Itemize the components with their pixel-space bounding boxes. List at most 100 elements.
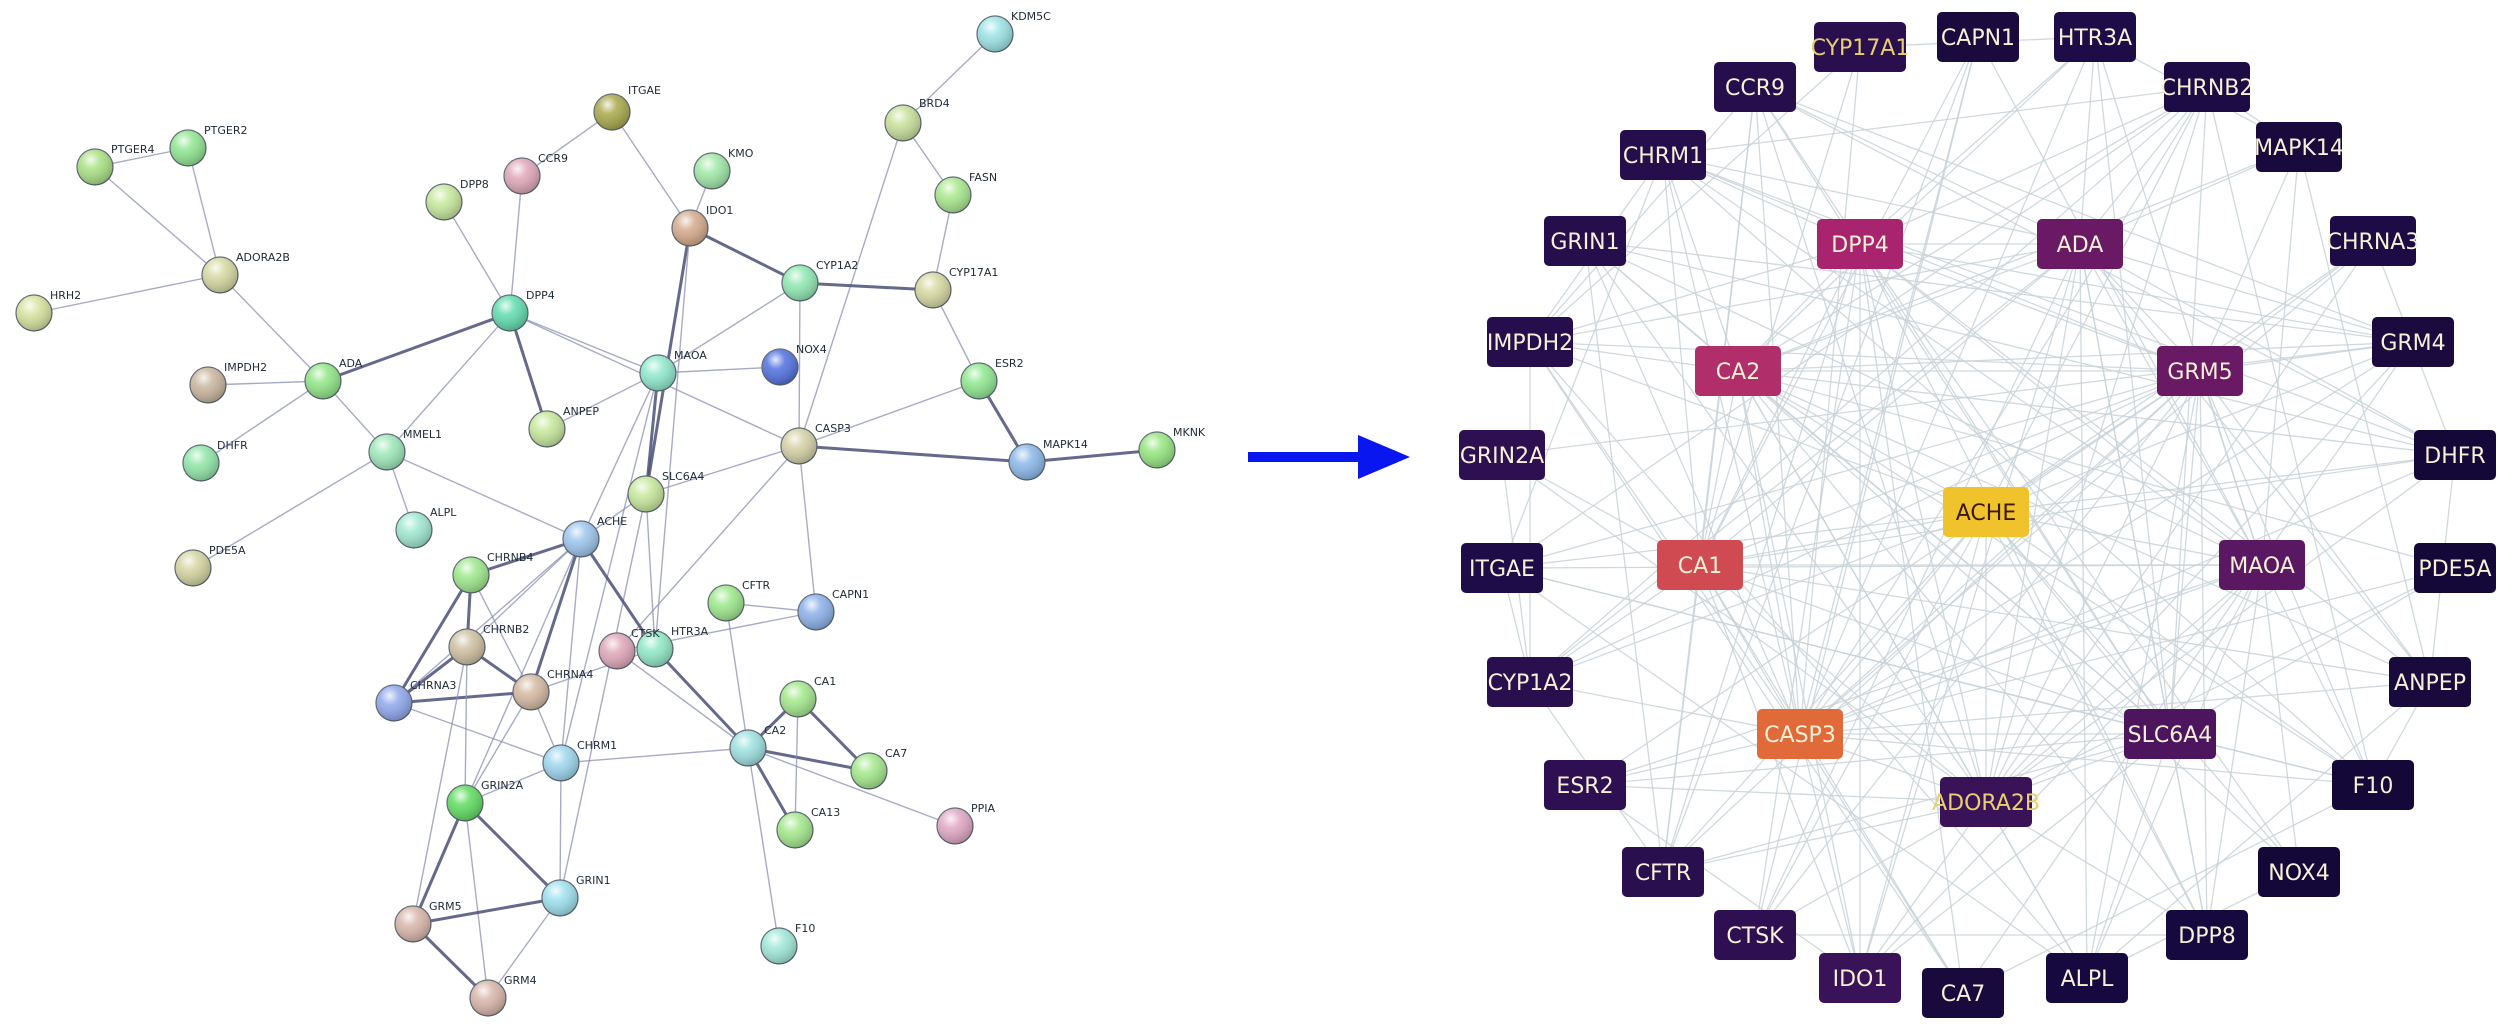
hub-node-ca1[interactable]: CA1	[1657, 540, 1743, 590]
hub-edge-dpp4-cftr	[1662, 243, 1861, 873]
hub-node-adora2b[interactable]: ADORA2B	[1932, 777, 2040, 827]
hub-node-ada[interactable]: ADA	[2037, 219, 2123, 269]
hub-node-dpp4[interactable]: DPP4	[1817, 219, 1903, 269]
string-node-pde5a[interactable]: PDE5A	[174, 544, 246, 587]
hub-node-mapk14[interactable]: MAPK14	[2254, 122, 2344, 172]
string-node-ca13[interactable]: CA13	[776, 806, 840, 849]
string-node-f10[interactable]: F10	[760, 922, 815, 965]
hub-node-itgae[interactable]: ITGAE	[1461, 543, 1543, 593]
hub-node-chrnb2[interactable]: CHRNB2	[2161, 62, 2254, 112]
hub-node-grm5[interactable]: GRM5	[2157, 346, 2243, 396]
string-node-ppia[interactable]: PPIA	[936, 802, 996, 845]
string-node-grm4[interactable]: GRM4	[469, 974, 537, 1017]
string-node-ptger2[interactable]: PTGER2	[169, 124, 247, 167]
hub-edge-impdh2-cyp17a1	[1529, 46, 1861, 343]
string-node-brd4[interactable]: BRD4	[884, 97, 950, 142]
string-node-ca7[interactable]: CA7	[850, 747, 907, 790]
hub-node-htr3a[interactable]: HTR3A	[2054, 12, 2136, 62]
hub-node-cyp17a1[interactable]: CYP17A1	[1811, 22, 1910, 72]
hub-node-impdh2[interactable]: IMPDH2	[1487, 317, 1573, 367]
string-node-htr3a[interactable]: HTR3A	[636, 625, 709, 668]
string-node-esr2[interactable]: ESR2	[960, 357, 1024, 400]
string-node-kdm5c[interactable]: KDM5C	[976, 10, 1051, 53]
hub-node-chrm1[interactable]: CHRM1	[1620, 130, 1706, 180]
hub-node-cyp1a2[interactable]: CYP1A2	[1487, 657, 1573, 707]
string-node-slc6a4[interactable]: SLC6A4	[627, 470, 704, 513]
string-node-chrna4[interactable]: CHRNA4	[512, 668, 593, 711]
string-node-fasn[interactable]: FASN	[934, 171, 997, 214]
hub-node-ctsk[interactable]: CTSK	[1714, 910, 1796, 960]
string-node-ca1[interactable]: CA1	[779, 675, 836, 718]
hub-node-maoa-box	[2219, 540, 2305, 590]
hub-node-alpl[interactable]: ALPL	[2046, 953, 2128, 1003]
string-node-grm5[interactable]: GRM5	[394, 900, 462, 943]
string-node-chrna3[interactable]: CHRNA3	[375, 679, 456, 722]
string-node-itgae[interactable]: ITGAE	[593, 84, 661, 131]
hub-node-grin1[interactable]: GRIN1	[1544, 216, 1626, 266]
hub-node-slc6a4[interactable]: SLC6A4	[2124, 709, 2216, 759]
string-node-grin2a[interactable]: GRIN2A	[446, 779, 524, 822]
hub-edge-casp3-grm4	[1799, 341, 2414, 735]
string-node-impdh2[interactable]: IMPDH2	[189, 361, 267, 404]
hub-node-nox4[interactable]: NOX4	[2258, 847, 2340, 897]
string-node-mapk14-label: MAPK14	[1043, 438, 1088, 451]
hub-node-ccr9[interactable]: CCR9	[1714, 62, 1796, 112]
string-node-chrm1[interactable]: CHRM1	[542, 739, 617, 782]
string-node-ca2[interactable]: CA2	[729, 724, 786, 767]
string-node-casp3[interactable]: CASP3	[780, 422, 851, 465]
string-node-ada[interactable]: ADA	[304, 357, 363, 400]
string-node-alpl[interactable]: ALPL	[395, 506, 457, 549]
string-node-hrh2[interactable]: HRH2	[15, 289, 81, 332]
string-node-dpp8[interactable]: DPP8	[425, 178, 489, 221]
string-node-kmo[interactable]: KMO	[693, 147, 754, 190]
hub-node-anpep[interactable]: ANPEP	[2389, 657, 2471, 707]
string-node-capn1[interactable]: CAPN1	[797, 588, 869, 631]
hub-edge-ca2-pde5a	[1737, 370, 2456, 569]
hub-node-cftr[interactable]: CFTR	[1622, 847, 1704, 897]
string-node-grin1[interactable]: GRIN1	[541, 874, 611, 917]
hub-node-grm4[interactable]: GRM4	[2372, 317, 2454, 367]
string-node-cyp1a2[interactable]: CYP1A2	[781, 259, 858, 302]
string-node-ptger4[interactable]: PTGER4	[76, 143, 154, 186]
hub-node-ca7[interactable]: CA7	[1922, 968, 2004, 1018]
hub-node-esr2[interactable]: ESR2	[1544, 760, 1626, 810]
hub-edge-casp3-ache	[1799, 511, 1987, 735]
hub-edge-ada-maoa	[2079, 243, 2263, 566]
string-node-chrnb2[interactable]: CHRNB2	[448, 623, 529, 666]
string-node-mknk[interactable]: MKNK	[1138, 426, 1206, 469]
string-node-anpep-label: ANPEP	[563, 405, 599, 418]
string-node-cyp17a1[interactable]: CYP17A1	[914, 266, 998, 309]
hub-node-ido1[interactable]: IDO1	[1819, 953, 1901, 1003]
string-node-anpep[interactable]: ANPEP	[528, 405, 599, 448]
string-node-nox4[interactable]: NOX4	[761, 343, 827, 386]
string-node-mapk14[interactable]: MAPK14	[1008, 438, 1088, 481]
string-node-mme[interactable]: MMEL1	[368, 428, 442, 471]
string-node-ccr9[interactable]: CCR9	[503, 152, 568, 195]
hub-node-maoa[interactable]: MAOA	[2219, 540, 2305, 590]
hub-node-capn1[interactable]: CAPN1	[1937, 12, 2019, 62]
hub-node-maoa-label: MAOA	[2229, 554, 2295, 579]
hub-edge-adora2b-chrnb2	[1985, 86, 2208, 803]
hub-node-ccr9-label: CCR9	[1725, 76, 1785, 101]
string-node-cftr[interactable]: CFTR	[707, 579, 771, 622]
string-node-chrnb4[interactable]: CHRNB4	[452, 551, 533, 594]
hub-edge-dhfr-grin1	[1584, 240, 2456, 456]
hub-node-ache[interactable]: ACHE	[1943, 487, 2029, 537]
string-node-ctsk[interactable]: CTSK	[598, 627, 660, 670]
string-node-ido1[interactable]: IDO1	[671, 204, 733, 247]
hub-node-dpp8[interactable]: DPP8	[2166, 910, 2248, 960]
hub-node-f10[interactable]: F10	[2332, 760, 2414, 810]
string-node-dhfr-label: DHFR	[217, 439, 248, 452]
hub-node-dhfr[interactable]: DHFR	[2414, 430, 2496, 480]
string-node-adora2b[interactable]: ADORA2B	[201, 251, 290, 294]
hub-node-chrna3[interactable]: CHRNA3	[2327, 216, 2420, 266]
hub-node-grin2a[interactable]: GRIN2A	[1459, 430, 1545, 480]
hub-node-ca2[interactable]: CA2	[1695, 346, 1781, 396]
string-node-ache[interactable]: ACHE	[562, 515, 627, 558]
hub-node-casp3[interactable]: CASP3	[1757, 709, 1843, 759]
string-node-dhfr[interactable]: DHFR	[182, 439, 248, 482]
hub-edge-ada-grm4	[2079, 243, 2414, 343]
hub-node-pde5a[interactable]: PDE5A	[2414, 543, 2496, 593]
string-node-maoa[interactable]: MAOA	[639, 349, 707, 392]
string-node-dpp4[interactable]: DPP4	[491, 289, 555, 332]
